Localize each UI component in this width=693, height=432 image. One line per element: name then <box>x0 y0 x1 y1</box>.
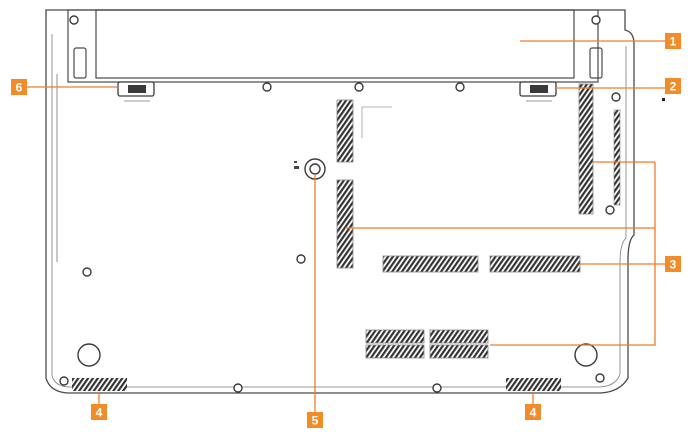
screw-icon <box>59 376 69 386</box>
indicator-mark <box>662 98 665 101</box>
callout-1: 1 <box>665 33 681 49</box>
lock-icon <box>294 158 326 180</box>
callout-4-left: 4 <box>91 404 107 420</box>
battery-latch-icon <box>117 81 557 102</box>
vent-bottom-4 <box>429 344 489 359</box>
callout-4-right: 4 <box>525 404 541 420</box>
screw-icon <box>59 15 621 393</box>
screw-icon <box>591 15 601 25</box>
callout-label: 3 <box>670 258 677 272</box>
screw-icon <box>455 82 465 92</box>
callout-5: 5 <box>307 412 323 428</box>
screw-icon <box>296 254 306 264</box>
vent-bottom-2 <box>365 344 425 359</box>
rubber-foot-icon <box>77 343 598 367</box>
rubber-foot-right <box>574 343 598 367</box>
screw-icon <box>354 82 364 92</box>
callout-label: 4 <box>96 406 103 420</box>
screw-icon <box>82 267 92 277</box>
callout-label: 5 <box>312 414 319 428</box>
screw-icon <box>233 383 243 393</box>
screw-icon <box>595 373 605 383</box>
vent-center-lower <box>336 179 354 269</box>
callout-lines <box>27 40 665 412</box>
battery-pack <box>67 9 603 83</box>
screw-icon <box>69 15 79 25</box>
rubber-foot-left <box>77 343 101 367</box>
vents <box>336 83 594 359</box>
vent-center-upper <box>336 99 354 163</box>
vent-bottom-1 <box>365 329 425 344</box>
callout-label: 6 <box>16 81 23 95</box>
vent-right <box>578 83 594 215</box>
callout-label: 4 <box>530 406 537 420</box>
screw-icon <box>605 205 615 215</box>
screw-icon <box>611 92 621 102</box>
screw-icon <box>262 82 272 92</box>
screw-icon <box>432 383 442 393</box>
side-vent-strip <box>613 109 621 206</box>
vent-horizontal-right <box>489 255 581 273</box>
callout-label: 2 <box>670 80 677 94</box>
chassis-outline <box>45 9 635 394</box>
vent-horizontal-left <box>382 255 479 273</box>
speaker-grille-right <box>506 378 561 391</box>
battery-slot-right <box>589 47 603 79</box>
chassis-inner-edge <box>51 34 627 388</box>
speaker-grille-left <box>72 378 127 391</box>
battery-slot-left <box>73 47 87 79</box>
callout-label: 1 <box>670 35 677 49</box>
callout-2: 2 <box>665 78 681 94</box>
callout-3: 3 <box>665 256 681 272</box>
vent-bottom-3 <box>429 329 489 344</box>
callout-6: 6 <box>11 79 27 95</box>
cover-seam <box>361 106 392 138</box>
